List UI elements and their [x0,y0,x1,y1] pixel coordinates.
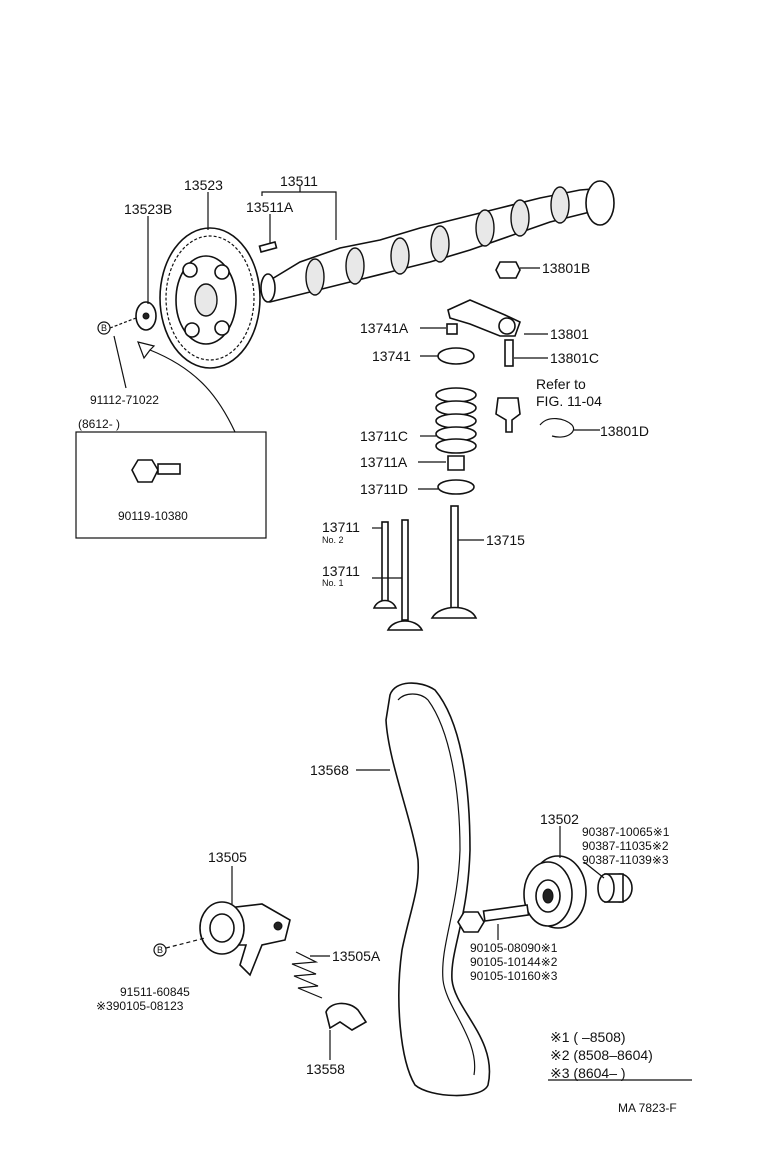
nut-13801B [495,261,521,279]
label-13801: 13801 [550,326,589,342]
valve-spring-13711C [435,387,477,454]
valve-no2 [372,521,398,609]
inset-arrow [137,341,236,433]
camshaft-pulley [159,227,261,369]
washer-13523B-hole [142,312,150,320]
label-13523: 13523 [184,177,223,193]
label-13715: 13715 [486,532,525,548]
label-13711-no1: 13711 [322,563,360,579]
label-90387-11035: 90387-11035※2 [582,839,669,853]
label-91112-71022: 91112-71022 [90,393,159,407]
label-13523B: 13523B [124,201,172,217]
marker-b-bottom-text: B [157,945,163,955]
timing-belt-13568 [385,682,491,1097]
label-13711D: 13711D [360,481,408,497]
label-no2: No. 2 [322,535,344,545]
label-13568: 13568 [310,762,349,778]
retainer-13741 [437,347,475,365]
legend-2: ※2 (8508–8604) [550,1047,653,1063]
idler-pulley-13502 [523,855,587,929]
spacer-90387 [597,873,633,903]
spring-13505A [291,951,323,999]
label-90105-10144: 90105-10144※2 [470,955,558,969]
label-refer-line1: Refer to [536,376,586,392]
seat-washer-13711D [437,479,475,495]
label-13558: 13558 [306,1061,345,1077]
label-13801D: 13801D [600,423,649,439]
label-refer-line2: FIG. 11-04 [536,393,602,409]
label-90387-10065: 90387-10065※1 [582,825,670,839]
camshaft [260,180,615,303]
pin-13511A [258,241,278,253]
lash-adjuster [495,397,521,433]
label-inset-range: (8612- ) [78,417,120,431]
adjust-screw-13801C [504,339,514,367]
label-13741: 13741 [372,348,411,364]
label-13511A: 13511A [246,199,294,215]
label-90119-10380: 90119-10380 [118,509,188,523]
legend-3: ※3 (8604– ) [550,1065,626,1081]
inset-bolt [131,459,181,483]
label-no1: No. 1 [322,578,344,588]
label-13711C: 13711C [360,428,408,444]
legend-1: ※1 ( –8508) [550,1029,626,1045]
label-13505: 13505 [208,849,247,865]
marker-b-bottom [153,943,167,957]
bracket-13558 [325,1002,368,1031]
label-90105-10160: 90105-10160※3 [470,969,558,983]
label-13711A: 13711A [360,454,408,470]
label-13502: 13502 [540,811,579,827]
clip-13801D [539,418,575,438]
figure-id: MA 7823-F [618,1101,677,1115]
stem-seal-13711A [447,455,465,471]
marker-b-top-text: B [101,323,107,333]
label-90105-08123: ※390105-08123 [96,999,184,1013]
label-13741A: 13741A [360,320,409,336]
keeper-13741A [446,323,458,335]
leader-lines [113,186,692,1081]
label-91511-60845: 91511-60845 [120,985,190,999]
label-13801C: 13801C [550,350,599,366]
tensioner-13505 [199,901,291,977]
label-13711-no2: 13711 [322,519,360,535]
inset-box [75,431,267,539]
valve-13715 [430,505,478,619]
label-13801B: 13801B [542,260,590,276]
label-13505A: 13505A [332,948,381,964]
label-13511: 13511 [280,173,318,189]
valve-no1 [386,519,424,631]
bolt-90105 [457,904,530,933]
label-90387-11039: 90387-11039※3 [582,853,669,867]
label-90105-08090: 90105-08090※1 [470,941,558,955]
